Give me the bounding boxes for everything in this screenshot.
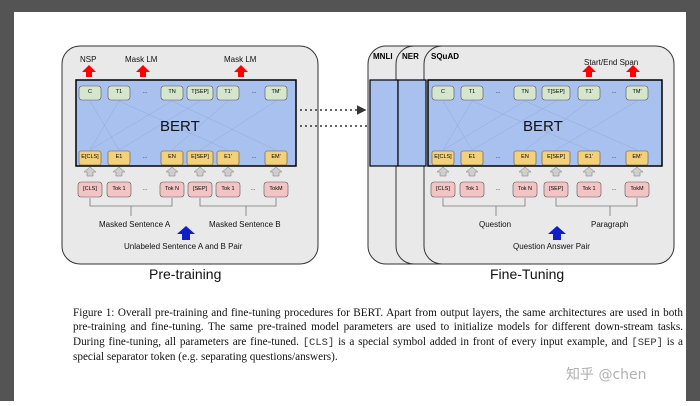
finetune-in-tokens: [430, 181, 650, 198]
task-label-squad: SQuAD: [431, 52, 459, 61]
pretraining-title: Pre-training: [149, 266, 222, 282]
finetune-input-arrow: [548, 226, 566, 240]
head-label-span: Start/End Span: [584, 58, 639, 67]
in-token: [SEP]: [192, 186, 208, 192]
in-token: Tok 1: [112, 186, 126, 192]
pretrain-head-arrows: [82, 65, 248, 77]
head-label-masklm-2: Mask LM: [224, 55, 257, 64]
in-token: Tok 1: [221, 186, 235, 192]
out-token: T1: [468, 89, 476, 95]
out-token: C: [441, 89, 445, 95]
pretrain-input-arrow: [177, 226, 195, 240]
in-token: [SEP]: [548, 186, 564, 192]
emb-token: E[CLS]: [434, 154, 452, 160]
head-label-masklm-1: Mask LM: [125, 55, 158, 64]
out-token: T[SEP]: [547, 89, 565, 95]
emb-token: ...: [142, 154, 148, 160]
caption-sep-token: [SEP]: [631, 336, 663, 349]
emb-token: EM': [632, 154, 642, 160]
finetuning-title: Fine-Tuning: [490, 266, 565, 282]
pair-label-pretrain: Unlabeled Sentence A and B Pair: [124, 242, 243, 251]
emb-token: ...: [251, 154, 257, 160]
pretrain-input-arrows: [83, 166, 283, 177]
emb-token: EN: [168, 154, 176, 160]
pretrain-out-tokens: [78, 85, 288, 101]
in-token: Tok N: [517, 186, 533, 192]
in-token: ...: [495, 186, 501, 192]
in-token: ...: [250, 186, 256, 192]
finetune-segment-brackets: [442, 198, 638, 216]
emb-token: EM': [271, 154, 281, 160]
out-token: T1': [224, 89, 232, 95]
watermark: 知乎 @chen: [566, 367, 647, 383]
task-label-mnli: MNLI: [373, 52, 393, 61]
caption-part-1: Figure 1: Overall pre-training and fine-…: [73, 307, 683, 348]
pretrain-attention-lines: [89, 100, 277, 151]
caption-part-3: is a special separator token (e.g. separ…: [73, 335, 683, 364]
in-token: TokM: [269, 186, 283, 192]
head-label-nsp: NSP: [80, 55, 97, 64]
segment-b-label: Masked Sentence B: [209, 220, 281, 229]
emb-token: E1': [585, 154, 593, 160]
emb-token: E1: [468, 154, 476, 160]
figure-caption: Figure 1: Overall pre-training and fine-…: [73, 306, 683, 365]
in-token: Tok 1: [465, 186, 479, 192]
emb-token: E[SEP]: [191, 154, 209, 160]
in-token: Tok 1: [582, 186, 596, 192]
out-token: ...: [251, 89, 257, 95]
segment-a-label: Masked Sentence A: [99, 220, 171, 229]
finetune-emb-tokens: [431, 150, 649, 166]
transfer-arrows: [300, 105, 427, 131]
out-token: TN: [168, 89, 176, 95]
finetuning-panels: [367, 45, 675, 265]
emb-token: E1: [115, 154, 123, 160]
pretrain-segment-brackets: [89, 198, 277, 216]
bert-label-finetune: BERT: [523, 118, 563, 135]
finetune-input-arrows: [436, 166, 644, 177]
pretrain-in-tokens: [77, 181, 289, 198]
in-token: [CLS]: [436, 186, 450, 192]
caption-cls-token: [CLS]: [302, 336, 335, 349]
finetune-out-tokens: [431, 85, 649, 101]
in-token: ...: [142, 186, 148, 192]
out-token: C: [88, 89, 92, 95]
in-token: ...: [611, 186, 617, 192]
emb-token: E1': [224, 154, 232, 160]
emb-token: E[CLS]: [81, 154, 99, 160]
out-token: T1: [115, 89, 123, 95]
emb-token: E[SEP]: [547, 154, 565, 160]
finetune-attention-lines: [442, 100, 638, 151]
out-token: ...: [611, 89, 617, 95]
bert-label-pretrain: BERT: [160, 118, 200, 135]
in-token: [CLS]: [83, 186, 97, 192]
pretraining-panel: [61, 45, 319, 265]
out-token: ...: [495, 89, 501, 95]
out-token: T1': [585, 89, 593, 95]
out-token: TN: [521, 89, 529, 95]
emb-token: ...: [495, 154, 501, 160]
out-token: T[SEP]: [191, 89, 209, 95]
emb-token: ...: [611, 154, 617, 160]
in-token: TokM: [630, 186, 644, 192]
out-token: TM': [632, 89, 642, 95]
task-label-ner: NER: [402, 52, 419, 61]
segment-question-label: Question: [479, 220, 512, 229]
in-token: Tok N: [164, 186, 180, 192]
emb-token: EN: [521, 154, 529, 160]
out-token: TM': [271, 89, 281, 95]
caption-part-2: is a special symbol added in front of ev…: [334, 335, 632, 348]
segment-paragraph-label: Paragraph: [591, 220, 629, 229]
out-token: ...: [142, 89, 148, 95]
pair-label-finetune: Question Answer Pair: [513, 242, 590, 251]
pretrain-emb-tokens: [78, 150, 288, 166]
